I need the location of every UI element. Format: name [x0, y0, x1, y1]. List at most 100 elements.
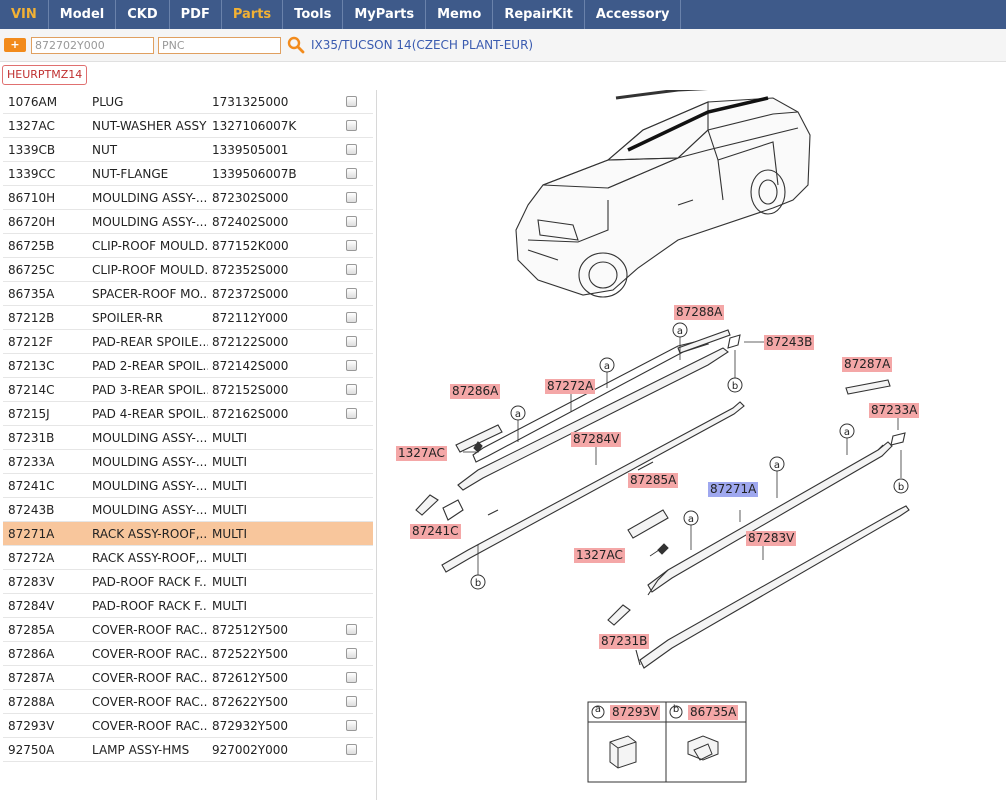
part-code: 92750A: [8, 743, 55, 757]
diagram-label[interactable]: 87288A: [674, 305, 725, 320]
row-checkbox[interactable]: [346, 216, 357, 227]
diagram-label[interactable]: 87285A: [628, 473, 679, 488]
diagram-label[interactable]: 87271A: [708, 482, 759, 497]
diagram-label[interactable]: 87272A: [545, 379, 596, 394]
part-code: 87231B: [8, 431, 55, 445]
row-checkbox[interactable]: [346, 720, 357, 731]
diagram-label[interactable]: 1327AC: [396, 446, 447, 461]
svg-text:a: a: [688, 514, 694, 525]
search-icon[interactable]: [287, 36, 305, 54]
part-code: 87214C: [8, 383, 55, 397]
row-checkbox[interactable]: [346, 384, 357, 395]
diagram-label[interactable]: 1327AC: [574, 548, 625, 563]
row-checkbox[interactable]: [346, 96, 357, 107]
diagram-label[interactable]: 87287A: [842, 357, 893, 372]
nav-tools[interactable]: Tools: [283, 0, 344, 29]
diagram-label[interactable]: 87283V: [746, 531, 797, 546]
diagram-label[interactable]: 87233A: [869, 403, 920, 418]
row-checkbox[interactable]: [346, 288, 357, 299]
nav-model[interactable]: Model: [49, 0, 117, 29]
add-button[interactable]: +: [4, 38, 26, 52]
model-link[interactable]: IX35/TUCSON 14(CZECH PLANT-EUR): [311, 38, 534, 52]
row-checkbox[interactable]: [346, 672, 357, 683]
svg-text:b: b: [475, 578, 481, 589]
diagram-label[interactable]: 87243B: [764, 335, 815, 350]
row-checkbox[interactable]: [346, 168, 357, 179]
nav-ckd[interactable]: CKD: [116, 0, 170, 29]
part-number-input[interactable]: 872702Y000: [31, 37, 154, 54]
part-code: 87213C: [8, 359, 55, 373]
row-checkbox[interactable]: [346, 120, 357, 131]
nav-pdf[interactable]: PDF: [170, 0, 222, 29]
row-checkbox[interactable]: [346, 360, 357, 371]
row-checkbox[interactable]: [346, 240, 357, 251]
part-number: 872522Y500: [212, 647, 289, 661]
right-roof-rack-icon: [607, 379, 910, 669]
row-checkbox[interactable]: [346, 624, 357, 635]
diagram-illustration: a a a b b a a a b: [415, 90, 910, 783]
nav-repairkit[interactable]: RepairKit: [493, 0, 585, 29]
nav-parts[interactable]: Parts: [222, 0, 284, 29]
pnc-input[interactable]: PNC: [158, 37, 281, 54]
catalog-tag[interactable]: HEURPTMZ14: [2, 65, 88, 85]
row-checkbox[interactable]: [346, 264, 357, 275]
part-code: 87288A: [8, 695, 55, 709]
part-number: 872302S000: [212, 191, 289, 205]
diagram-label[interactable]: 86735A: [688, 705, 739, 720]
nav-accessory[interactable]: Accessory: [585, 0, 682, 29]
diagram-label[interactable]: 87286A: [450, 384, 501, 399]
row-checkbox[interactable]: [346, 312, 357, 323]
part-number: MULTI: [212, 527, 248, 541]
diagram-label[interactable]: 87284V: [571, 432, 622, 447]
part-name: COVER-ROOF RAC...: [92, 719, 208, 733]
nav-vin[interactable]: VIN: [0, 0, 49, 29]
row-checkbox[interactable]: [346, 144, 357, 155]
part-number: MULTI: [212, 575, 248, 589]
diagram-label[interactable]: 87231B: [599, 634, 650, 649]
diagram-label[interactable]: 87241C: [410, 524, 461, 539]
row-checkbox[interactable]: [346, 648, 357, 659]
part-number: 872932Y500: [212, 719, 289, 733]
part-name: PLUG: [92, 95, 124, 109]
nav-myparts[interactable]: MyParts: [343, 0, 427, 29]
part-name: NUT-FLANGE: [92, 167, 169, 181]
row-checkbox[interactable]: [346, 744, 357, 755]
car-icon: [515, 90, 811, 298]
part-code: 87241C: [8, 479, 55, 493]
nav-memo[interactable]: Memo: [426, 0, 494, 29]
diagram-label[interactable]: 87293V: [610, 705, 661, 720]
row-checkbox[interactable]: [346, 336, 357, 347]
row-checkbox[interactable]: [346, 192, 357, 203]
row-checkbox[interactable]: [346, 696, 357, 707]
row-checkbox[interactable]: [346, 408, 357, 419]
